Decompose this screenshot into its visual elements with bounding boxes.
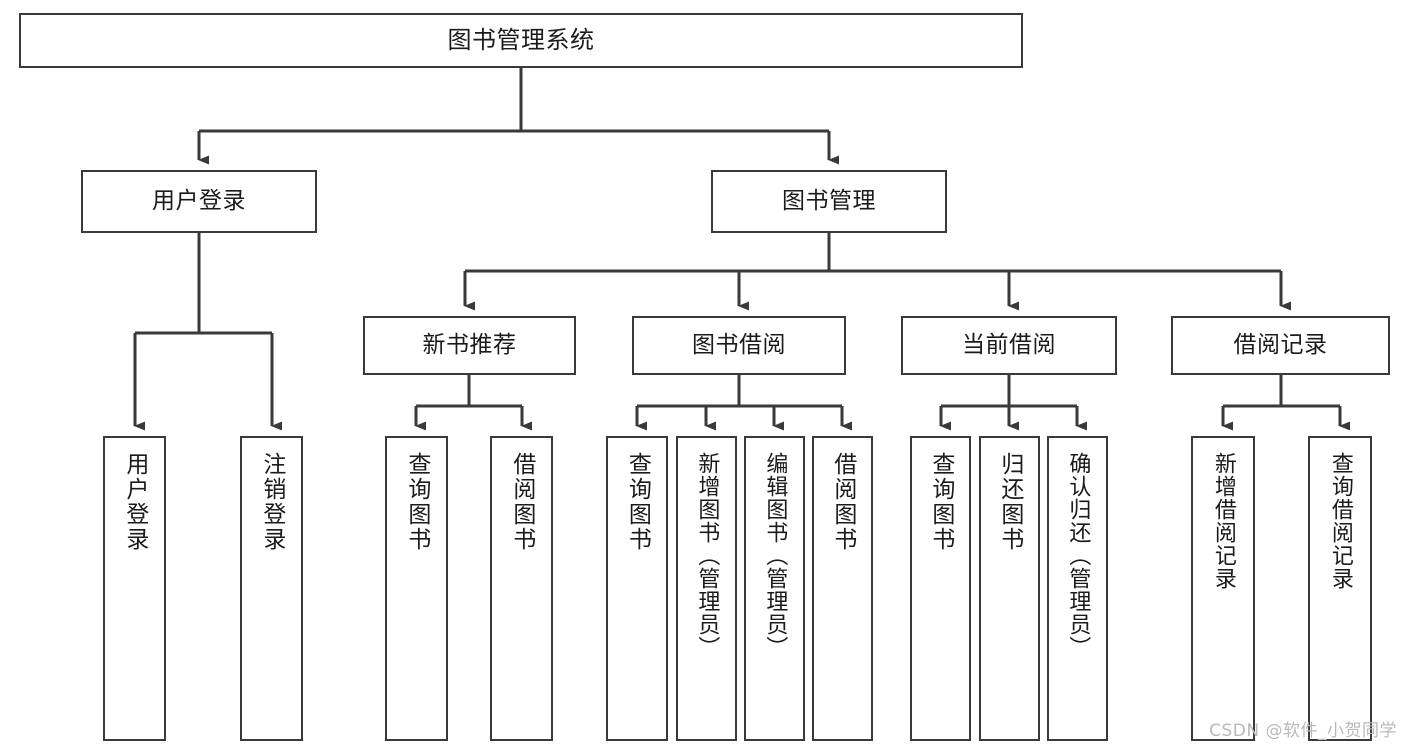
node-user-login[interactable]: 用户登录 (81, 170, 317, 233)
node-label: 借阅图书 (829, 452, 856, 552)
node-root-system[interactable]: 图书管理系统 (19, 13, 1023, 68)
node-label: 借阅记录 (1233, 331, 1328, 358)
node-label: 用户登录 (152, 187, 246, 214)
node-leaf-user-login[interactable]: 用户登录 (103, 436, 166, 741)
node-label: 新增借阅记录 (1210, 452, 1236, 590)
node-label: 新书推荐 (422, 331, 517, 358)
node-label: 借阅图书 (508, 452, 535, 552)
node-label: 查询图书 (927, 452, 954, 552)
csdn-watermark: CSDN @软件_小贺同学 (1209, 721, 1397, 741)
node-leaf-confirm-return[interactable]: 确认归还（管理员） (1047, 436, 1108, 741)
node-label: 注销登录 (258, 452, 285, 552)
node-leaf-borrow-book-1[interactable]: 借阅图书 (490, 436, 553, 741)
node-leaf-add-book[interactable]: 新增图书（管理员） (676, 436, 737, 741)
node-leaf-return-book[interactable]: 归还图书 (979, 436, 1040, 741)
node-label: 归还图书 (996, 452, 1023, 552)
node-book-manage[interactable]: 图书管理 (711, 170, 947, 233)
node-new-book-rec[interactable]: 新书推荐 (363, 316, 576, 375)
node-label: 查询图书 (624, 452, 651, 552)
node-leaf-query-record[interactable]: 查询借阅记录 (1308, 436, 1372, 741)
node-label: 图书管理系统 (447, 26, 595, 55)
node-label: 新增图书（管理员） (694, 452, 720, 659)
node-label: 用户登录 (121, 452, 148, 552)
node-leaf-query-book-3[interactable]: 查询图书 (910, 436, 971, 741)
node-label: 编辑图书（管理员） (762, 452, 788, 659)
node-label: 确认归还（管理员） (1065, 452, 1091, 659)
node-book-borrow[interactable]: 图书借阅 (632, 316, 846, 375)
node-borrow-record[interactable]: 借阅记录 (1171, 316, 1390, 375)
node-leaf-add-record[interactable]: 新增借阅记录 (1191, 436, 1255, 741)
node-leaf-query-book-1[interactable]: 查询图书 (385, 436, 448, 741)
node-leaf-query-book-2[interactable]: 查询图书 (606, 436, 668, 741)
node-label: 查询图书 (403, 452, 430, 552)
node-label: 当前借阅 (962, 331, 1056, 358)
node-current-borrow[interactable]: 当前借阅 (901, 316, 1117, 375)
node-leaf-borrow-book-2[interactable]: 借阅图书 (812, 436, 873, 741)
node-label: 查询借阅记录 (1327, 452, 1353, 590)
node-leaf-user-logout[interactable]: 注销登录 (240, 436, 303, 741)
node-label: 图书管理 (782, 187, 876, 214)
node-leaf-edit-book[interactable]: 编辑图书（管理员） (744, 436, 805, 741)
node-label: 图书借阅 (692, 331, 786, 358)
